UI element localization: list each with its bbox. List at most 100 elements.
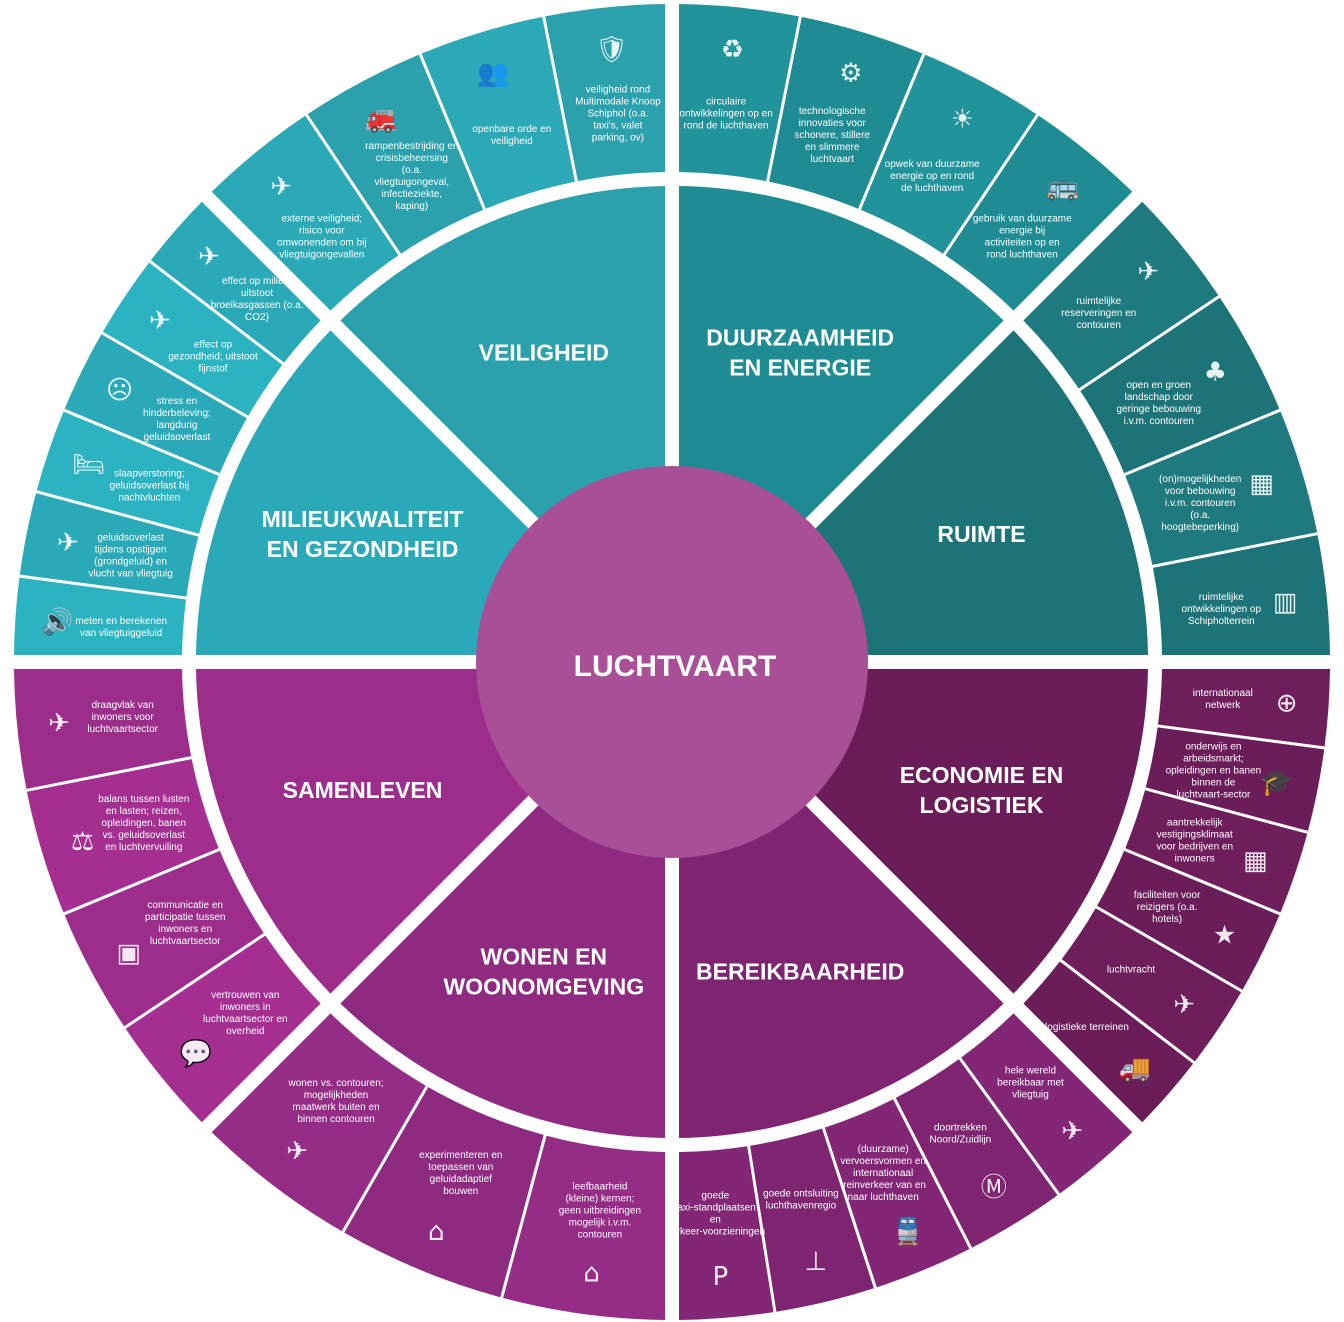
takeoff-icon: ✈ bbox=[57, 528, 79, 558]
theme-sector-economie bbox=[794, 669, 1148, 994]
graduate-icon: 🎓 bbox=[1260, 768, 1292, 798]
network-icon: ⊕ bbox=[1276, 688, 1298, 718]
segment-shape bbox=[14, 669, 192, 789]
drone-icon: ⚙ bbox=[839, 59, 862, 89]
segment-shape bbox=[1125, 790, 1308, 913]
stress-icon: ☹ bbox=[106, 376, 133, 406]
sound-meter-icon: 🔊 bbox=[41, 606, 73, 638]
segment-shape bbox=[1023, 201, 1219, 389]
plane-crash-icon: ✈ bbox=[270, 172, 292, 202]
theme-title-samenleven: SAMENLEVEN bbox=[283, 777, 443, 803]
shield-icon: 🛡 bbox=[595, 35, 628, 65]
segment-shape bbox=[860, 54, 1037, 254]
theme-sector-wonen bbox=[340, 784, 665, 1138]
theme-title-milieu: MILIEUKWALITEIT bbox=[262, 506, 464, 532]
houses-icon: ⌂ bbox=[583, 1259, 600, 1289]
segment-shape bbox=[769, 16, 923, 209]
theme-bereikbaarheid: BEREIKBAARHEID bbox=[679, 784, 1004, 1138]
bed-icon: 🛏 bbox=[72, 450, 105, 480]
segment-shape bbox=[102, 262, 283, 416]
segment-shape bbox=[211, 1013, 426, 1232]
solar-panel-icon: ☀ bbox=[951, 105, 974, 135]
road-icon: ⊥ bbox=[804, 1247, 827, 1277]
segment-shape bbox=[679, 1146, 774, 1320]
segment-shape bbox=[1145, 727, 1325, 831]
theme-title-milieu: EN GEZONDHEID bbox=[267, 536, 459, 562]
segment-shape bbox=[1125, 411, 1318, 565]
segment-shape bbox=[895, 1059, 1058, 1248]
theme-samenleven: SAMENLEVEN bbox=[196, 669, 550, 994]
segment-shape bbox=[211, 115, 399, 311]
segment-shape bbox=[545, 4, 665, 182]
terminal-icon: ▥ bbox=[1273, 588, 1298, 618]
people-chat-icon: 💬 bbox=[180, 1038, 212, 1069]
theme-sector-veiligheid bbox=[340, 186, 665, 540]
segment-shape bbox=[64, 850, 264, 1027]
truck-icon: 🚚 bbox=[1119, 1054, 1151, 1084]
theme-sector-milieu bbox=[196, 330, 550, 655]
theme-title-ruimte: RUIMTE bbox=[937, 521, 1025, 547]
segment-shape bbox=[1080, 297, 1280, 474]
parking-icon: P bbox=[712, 1262, 728, 1292]
segment-shape bbox=[14, 577, 186, 655]
theme-veiligheid: VEILIGHEID bbox=[340, 186, 665, 540]
segment-shape bbox=[150, 201, 321, 363]
segment-shape bbox=[344, 1087, 544, 1298]
segment-shape bbox=[36, 411, 219, 534]
landmarks-icon: ✈ bbox=[1061, 1116, 1083, 1146]
theme-sector-bereikbaarheid bbox=[679, 784, 1004, 1138]
theme-sector-ruimte bbox=[794, 330, 1148, 655]
segment-shape bbox=[1158, 669, 1330, 747]
train-icon: 🚆 bbox=[892, 1216, 924, 1247]
segment-shape bbox=[1061, 908, 1242, 1062]
segment-shape bbox=[1023, 961, 1194, 1123]
segment-shape bbox=[64, 334, 247, 474]
electric-bus-icon: 🚌 bbox=[1047, 172, 1079, 202]
segment-economie-5: 🚚logistieke terreinen bbox=[1023, 961, 1194, 1123]
segment-shape bbox=[824, 1099, 970, 1288]
